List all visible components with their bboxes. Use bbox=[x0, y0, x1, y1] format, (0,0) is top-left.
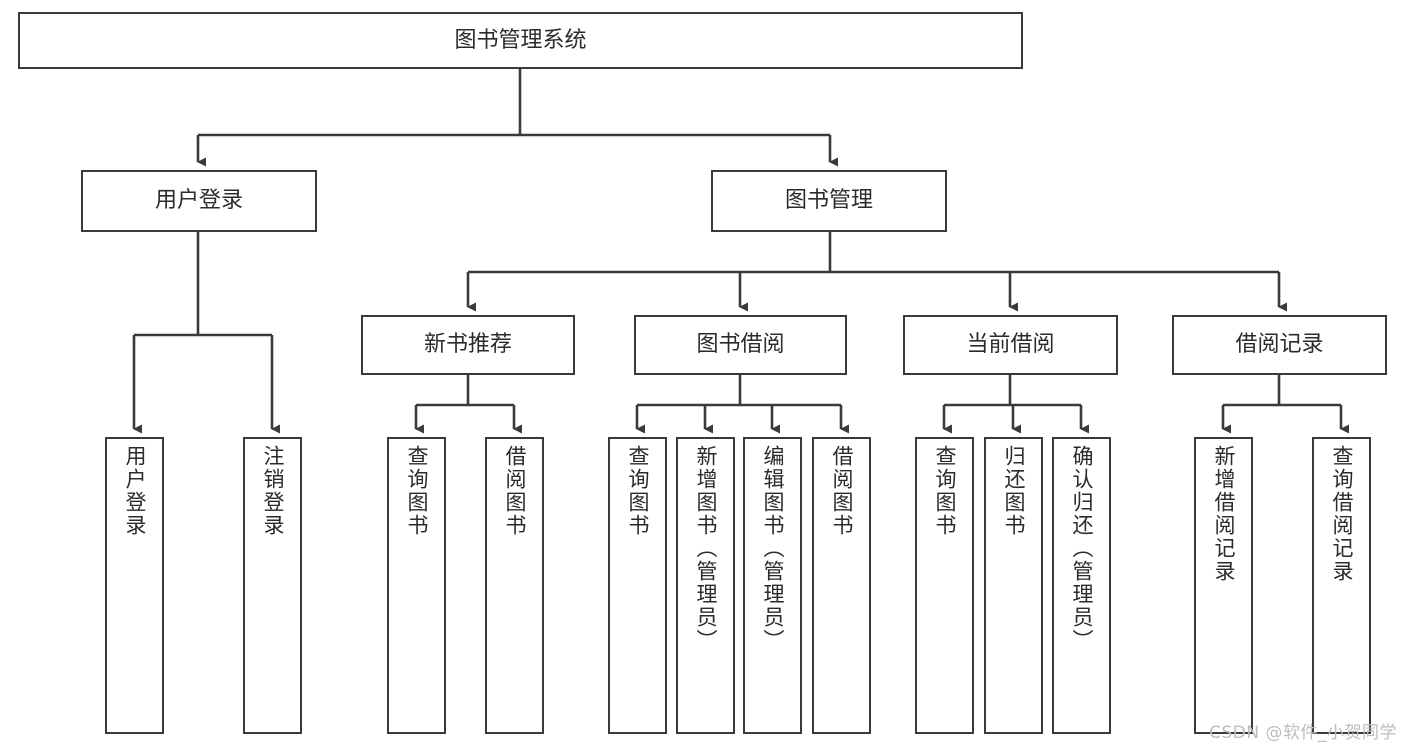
node-label-borrow-record: 借阅记录 bbox=[1235, 332, 1324, 358]
node-borrow-record[interactable]: 借阅记录 bbox=[1172, 315, 1387, 375]
node-label-leaf-query-book-3: 查询图书 bbox=[933, 445, 957, 537]
node-label-leaf-add-record: 新增借阅记录 bbox=[1212, 445, 1236, 583]
node-leaf-borrow-book-2[interactable]: 借阅图书 bbox=[812, 437, 871, 734]
node-label-leaf-borrow-book-2: 借阅图书 bbox=[830, 445, 854, 537]
node-leaf-edit-book[interactable]: 编辑图书（管理员） bbox=[743, 437, 802, 734]
node-leaf-logout[interactable]: 注销登录 bbox=[243, 437, 302, 734]
node-label-root: 图书管理系统 bbox=[454, 27, 587, 53]
node-label-user-login: 用户登录 bbox=[154, 188, 243, 214]
node-label-current-borrow: 当前借阅 bbox=[966, 332, 1055, 358]
node-leaf-user-login[interactable]: 用户登录 bbox=[105, 437, 164, 734]
node-label-book-borrow: 图书借阅 bbox=[696, 332, 785, 358]
node-book-management[interactable]: 图书管理 bbox=[711, 170, 947, 232]
node-label-leaf-return-book: 归还图书 bbox=[1002, 445, 1026, 537]
node-leaf-query-book-2[interactable]: 查询图书 bbox=[608, 437, 667, 734]
node-leaf-query-book-1[interactable]: 查询图书 bbox=[387, 437, 446, 734]
node-label-leaf-query-record: 查询借阅记录 bbox=[1330, 445, 1354, 583]
node-label-leaf-user-login: 用户登录 bbox=[123, 445, 147, 537]
node-label-leaf-logout: 注销登录 bbox=[261, 445, 285, 537]
node-leaf-borrow-book-1[interactable]: 借阅图书 bbox=[485, 437, 544, 734]
node-leaf-query-book-3[interactable]: 查询图书 bbox=[915, 437, 974, 734]
node-user-login[interactable]: 用户登录 bbox=[81, 170, 317, 232]
node-leaf-query-record[interactable]: 查询借阅记录 bbox=[1312, 437, 1371, 734]
node-label-leaf-confirm-return: 确认归还（管理员） bbox=[1070, 445, 1094, 652]
node-leaf-add-record[interactable]: 新增借阅记录 bbox=[1194, 437, 1253, 734]
node-label-leaf-query-book-1: 查询图书 bbox=[405, 445, 429, 537]
node-label-new-book-recommend: 新书推荐 bbox=[423, 332, 512, 358]
node-leaf-add-book[interactable]: 新增图书（管理员） bbox=[676, 437, 735, 734]
node-root-system[interactable]: 图书管理系统 bbox=[18, 12, 1023, 69]
node-leaf-confirm-return[interactable]: 确认归还（管理员） bbox=[1052, 437, 1111, 734]
node-leaf-return-book[interactable]: 归还图书 bbox=[984, 437, 1043, 734]
node-label-leaf-query-book-2: 查询图书 bbox=[626, 445, 650, 537]
node-label-book-management: 图书管理 bbox=[784, 188, 873, 214]
node-label-leaf-add-book: 新增图书（管理员） bbox=[694, 445, 718, 652]
node-book-borrow[interactable]: 图书借阅 bbox=[634, 315, 847, 375]
node-current-borrow[interactable]: 当前借阅 bbox=[903, 315, 1118, 375]
node-new-book-recommend[interactable]: 新书推荐 bbox=[361, 315, 575, 375]
node-label-leaf-edit-book: 编辑图书（管理员） bbox=[761, 445, 785, 652]
node-label-leaf-borrow-book-1: 借阅图书 bbox=[503, 445, 527, 537]
